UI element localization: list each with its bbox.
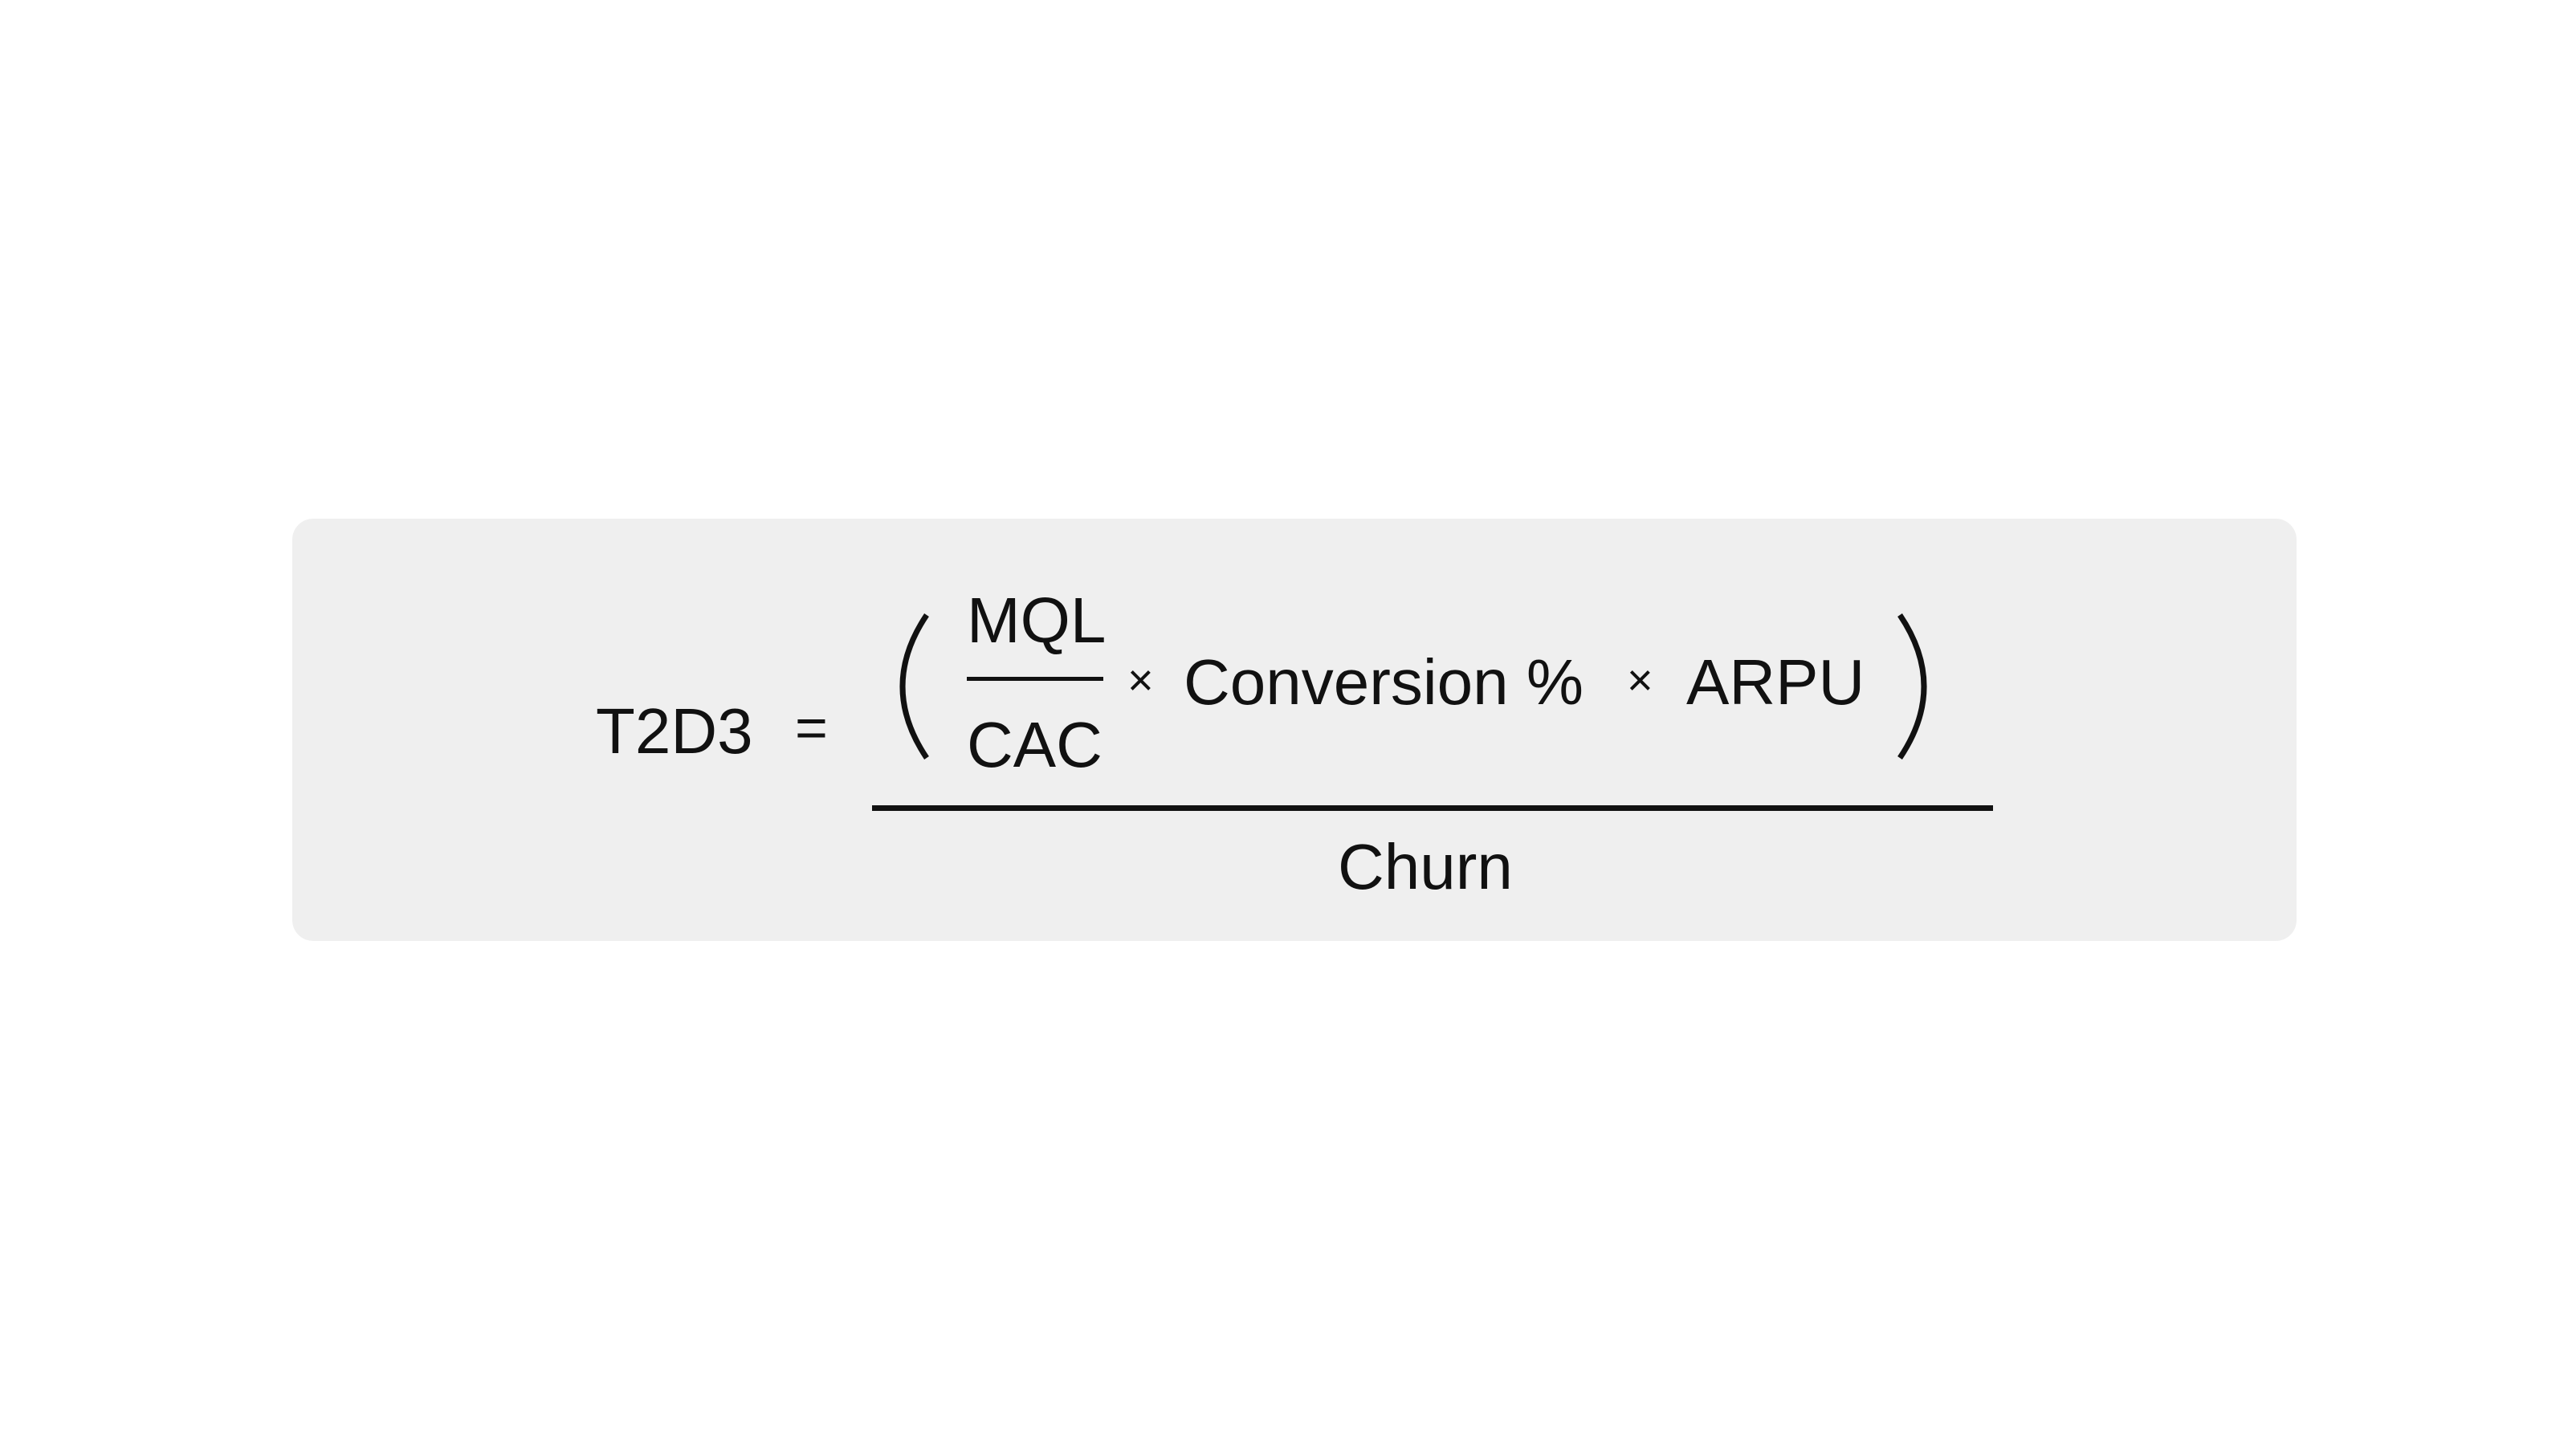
- term-arpu: ARPU: [1686, 646, 1865, 718]
- term-conversion: Conversion %: [1184, 646, 1584, 718]
- right-parenthesis: [1897, 613, 1927, 760]
- outer-denominator-churn: Churn: [1338, 831, 1513, 902]
- inner-numerator-mql: MQL: [967, 584, 1107, 656]
- left-parenthesis: [899, 613, 929, 760]
- equals-sign: =: [795, 696, 828, 759]
- times-sign-1: ×: [1127, 654, 1154, 705]
- inner-fraction-line: [967, 677, 1103, 681]
- outer-fraction-line: [872, 805, 1993, 811]
- inner-denominator-cac: CAC: [967, 709, 1103, 780]
- formula-lhs: T2D3: [596, 695, 753, 767]
- formula-card: [292, 519, 2297, 941]
- times-sign-2: ×: [1627, 654, 1653, 705]
